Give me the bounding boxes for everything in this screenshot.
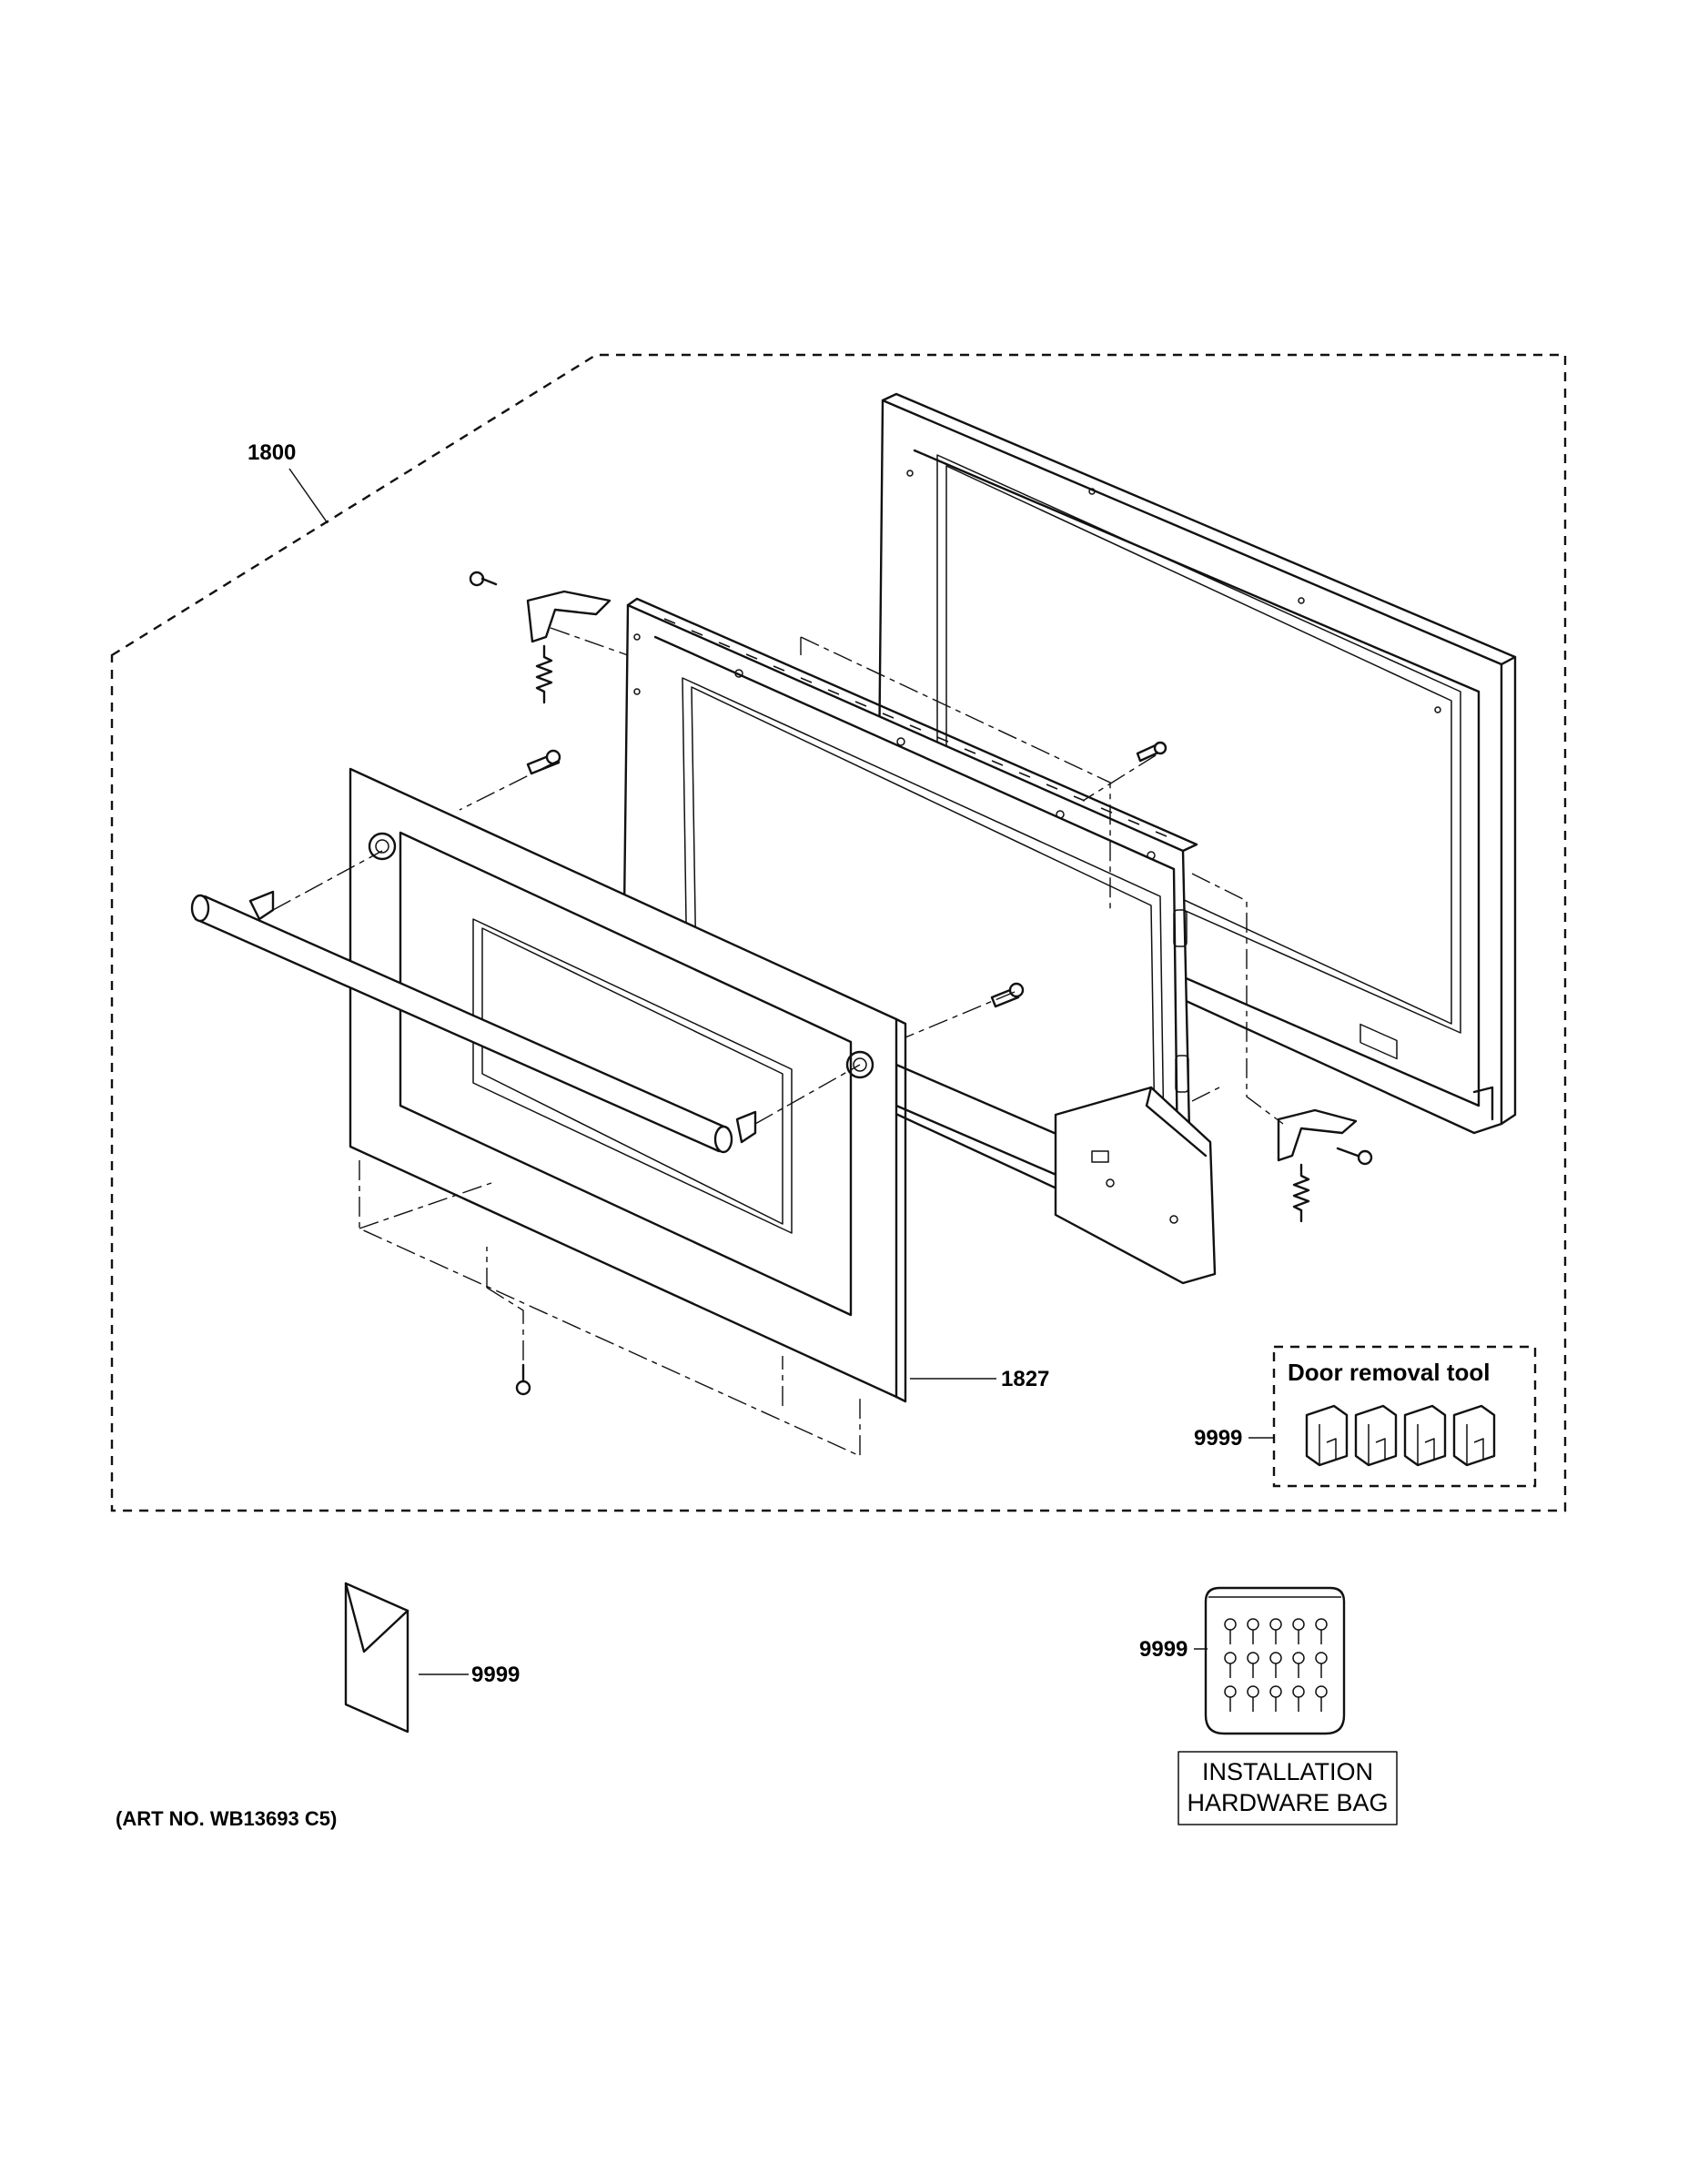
hardware-screw-icons (1224, 1618, 1328, 1712)
callout-1800: 1800 (248, 440, 329, 524)
hardware-bag-label-line1: INSTALLATION (1202, 1758, 1373, 1785)
upper-latch (469, 571, 612, 704)
door-removal-tool-callout-label: 9999 (1194, 1426, 1242, 1451)
literature-callout-label: 9999 (471, 1663, 520, 1687)
door-removal-tool-title: Door removal tool (1288, 1359, 1490, 1386)
callout-1827-label: 1827 (1001, 1367, 1049, 1391)
callout-1800-label: 1800 (248, 440, 296, 465)
door-removal-tool-box: Door removal tool 9999 (1194, 1345, 1537, 1488)
art-number: (ART NO. WB13693 C5) (116, 1807, 337, 1830)
callout-1800-leader (288, 468, 329, 524)
hardware-bag-label-line2: HARDWARE BAG (1187, 1789, 1388, 1816)
frame-vent-slots (663, 618, 1167, 837)
installation-hardware-bag: 9999 INSTALLATION HARDWARE BAG (1139, 1586, 1398, 1825)
door-handle (190, 890, 757, 1154)
screws (515, 741, 1167, 1396)
hardware-bag-callout-label: 9999 (1139, 1637, 1188, 1662)
removal-clip-icons (1305, 1404, 1496, 1467)
alignment-lines (272, 627, 1284, 1458)
assembly-boundary (110, 353, 1567, 1512)
hardware-bag-label-box (1178, 1751, 1398, 1825)
callout-1827: 1827 (910, 1367, 1049, 1391)
literature-envelope: 9999 (344, 1582, 520, 1734)
hinge-bracket (895, 1063, 1217, 1285)
door-removal-tool-frame (1272, 1345, 1537, 1488)
lower-latch (1277, 1108, 1373, 1223)
